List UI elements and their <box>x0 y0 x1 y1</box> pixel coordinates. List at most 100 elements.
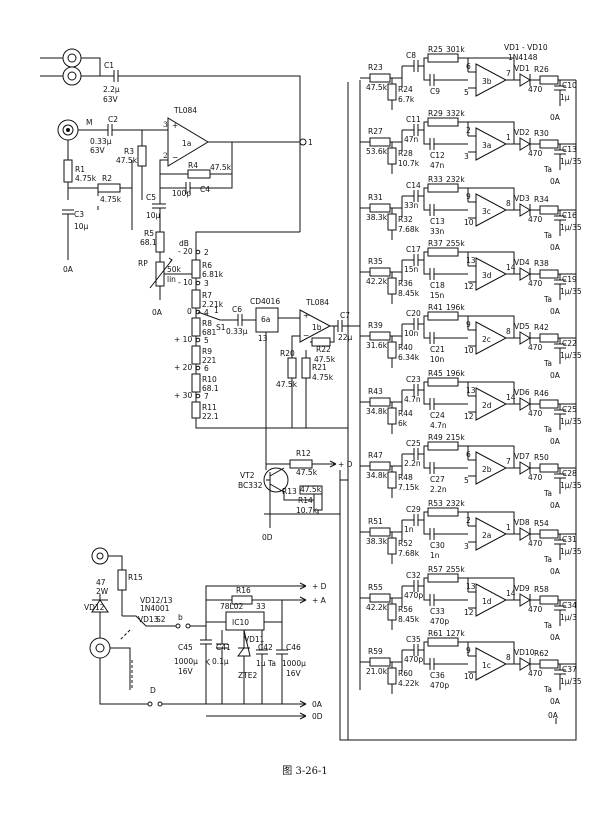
svg-text:10: 10 <box>464 672 474 681</box>
filter-opamp <box>475 517 508 551</box>
input-resistor-label: R43 <box>368 387 383 396</box>
svg-text:255k: 255k <box>446 565 465 574</box>
svg-text:13: 13 <box>258 334 268 343</box>
filter-opamp <box>475 647 508 681</box>
svg-text:47.5k: 47.5k <box>116 156 138 165</box>
svg-text:C36: C36 <box>430 671 445 680</box>
svg-text:196k: 196k <box>446 303 465 312</box>
svg-text:47.5k: 47.5k <box>276 380 298 389</box>
svg-text:+ 30: + 30 <box>174 391 192 400</box>
svg-text:68.1: 68.1 <box>202 384 219 393</box>
opamp-1a <box>167 117 209 167</box>
svg-text:C16: C16 <box>562 211 577 220</box>
svg-text:10: 10 <box>464 218 474 227</box>
svg-text:C13: C13 <box>562 145 577 154</box>
output-resistor <box>539 529 559 539</box>
svg-text:0A: 0A <box>550 307 561 316</box>
svg-text:8: 8 <box>506 653 511 662</box>
svg-text:R22: R22 <box>316 345 331 354</box>
input-resistor <box>369 593 391 603</box>
r14-resistor <box>313 493 323 511</box>
svg-text:1μ/35: 1μ/35 <box>560 157 582 166</box>
svg-text:0.33μ: 0.33μ <box>226 327 248 336</box>
svg-text:10n: 10n <box>404 329 419 338</box>
diode-label: VD7 <box>514 452 530 461</box>
svg-text:R14: R14 <box>298 496 313 505</box>
svg-text:C3: C3 <box>74 210 84 219</box>
svg-text:R46: R46 <box>534 389 549 398</box>
input-resistor <box>369 331 391 341</box>
svg-text:38.3k: 38.3k <box>366 213 388 222</box>
svg-text:C19: C19 <box>562 275 577 284</box>
svg-text:C14: C14 <box>406 181 421 190</box>
svg-text:VD12: VD12 <box>84 603 105 612</box>
svg-text:C21: C21 <box>430 345 445 354</box>
svg-text:C20: C20 <box>406 309 421 318</box>
ic10-regulator <box>225 611 265 631</box>
r3-resistor <box>137 145 147 167</box>
svg-text:9: 9 <box>466 320 471 329</box>
svg-text:R52: R52 <box>398 539 413 548</box>
svg-text:232k: 232k <box>446 175 465 184</box>
svg-text:4.75k: 4.75k <box>100 195 122 204</box>
svg-text:2b: 2b <box>482 465 492 474</box>
svg-text:1μ/35: 1μ/35 <box>560 287 582 296</box>
svg-text:470: 470 <box>528 539 543 548</box>
svg-text:470: 470 <box>528 669 543 678</box>
svg-text:C6: C6 <box>232 305 242 314</box>
svg-text:47n: 47n <box>430 161 445 170</box>
power-supply-section: 47 2W R15 VD12/13 1N4001 VD12 VD13 S2 b … <box>84 547 327 721</box>
svg-text:C29: C29 <box>406 505 421 514</box>
svg-text:6a: 6a <box>261 315 270 324</box>
svg-text:R2: R2 <box>102 174 112 183</box>
svg-text:Ta: Ta <box>543 231 552 240</box>
svg-text:6.34k: 6.34k <box>398 353 420 362</box>
svg-text:1d: 1d <box>482 597 492 606</box>
svg-text:255k: 255k <box>446 239 465 248</box>
diode-label: VD10 <box>514 648 535 657</box>
svg-text:TL084: TL084 <box>173 106 197 115</box>
output-resistor <box>539 269 559 279</box>
svg-text:R48: R48 <box>398 473 413 482</box>
svg-text:12: 12 <box>464 412 474 421</box>
input-resistor-label: R55 <box>368 583 383 592</box>
svg-text:22μ: 22μ <box>338 333 353 342</box>
svg-text:R15: R15 <box>128 573 143 582</box>
opamp-1b <box>299 309 332 343</box>
r7-resistor <box>191 289 201 309</box>
bias-resistor <box>387 147 397 165</box>
svg-text:- 20: - 20 <box>178 247 193 256</box>
svg-text:47.5k: 47.5k <box>366 83 388 92</box>
r15-resistor <box>117 569 127 591</box>
input-resistor <box>369 267 391 277</box>
svg-text:470: 470 <box>528 473 543 482</box>
svg-text:Ta: Ta <box>543 295 552 304</box>
svg-text:9: 9 <box>466 192 471 201</box>
svg-text:470p: 470p <box>430 681 449 690</box>
svg-text:470: 470 <box>528 343 543 352</box>
bias-resistor <box>387 603 397 621</box>
filter-opamp <box>475 257 508 291</box>
svg-text:15n: 15n <box>404 265 419 274</box>
svg-text:Ta: Ta <box>543 425 552 434</box>
svg-text:22.1: 22.1 <box>202 412 219 421</box>
r1-resistor <box>63 159 73 183</box>
svg-text:1n: 1n <box>430 551 440 560</box>
svg-text:R45: R45 <box>428 369 443 378</box>
svg-text:R37: R37 <box>428 239 443 248</box>
svg-text:4.75k: 4.75k <box>75 174 97 183</box>
svg-text:−: − <box>172 153 178 162</box>
svg-text:1μ/35: 1μ/35 <box>560 351 582 360</box>
svg-text:47.5k: 47.5k <box>210 163 232 172</box>
svg-text:R29: R29 <box>428 109 443 118</box>
svg-text:10n: 10n <box>430 355 445 364</box>
vt2-transistor <box>263 460 289 493</box>
svg-text:1μ/35: 1μ/35 <box>560 547 582 556</box>
bias-resistor <box>387 83 397 101</box>
svg-text:+ 20: + 20 <box>174 363 192 372</box>
svg-text:8: 8 <box>506 199 511 208</box>
